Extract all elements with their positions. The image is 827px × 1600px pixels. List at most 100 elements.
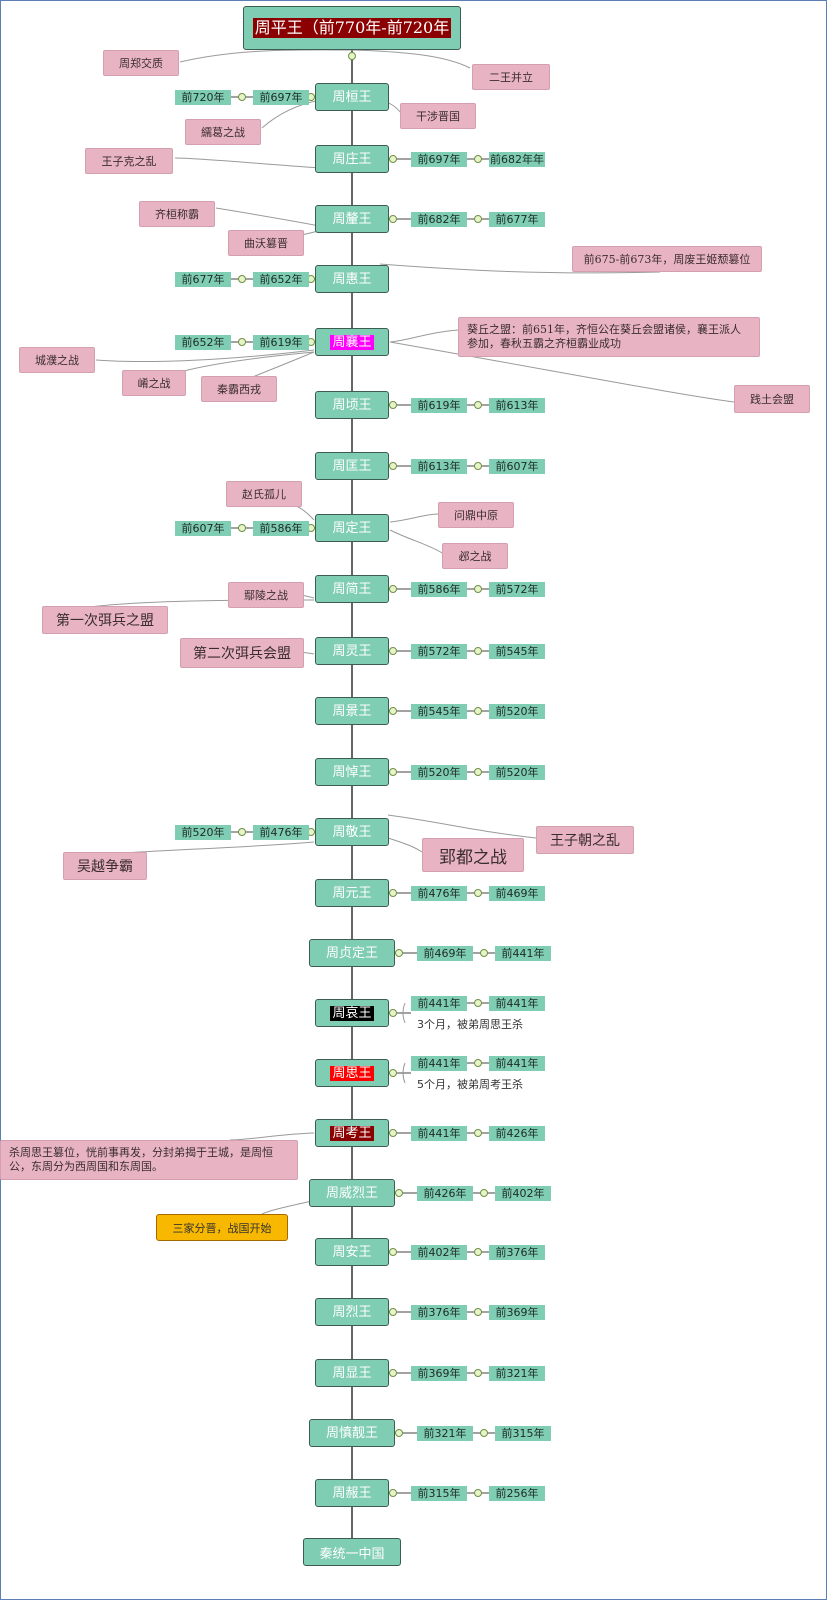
collapse-toggle-icon[interactable] bbox=[395, 949, 403, 957]
event-box[interactable]: 秦霸西戎 bbox=[201, 376, 277, 402]
collapse-toggle-icon[interactable] bbox=[474, 462, 482, 470]
king-node[interactable]: 周景王 bbox=[315, 697, 389, 725]
year-box[interactable]: 前677年 bbox=[175, 271, 231, 287]
year-box[interactable]: 前520年 bbox=[175, 824, 231, 840]
event-box[interactable]: 第一次弭兵之盟 bbox=[42, 606, 168, 634]
year-box[interactable]: 前619年 bbox=[253, 334, 309, 350]
king-node[interactable]: 周桓王 bbox=[315, 83, 389, 111]
event-box[interactable]: 践土会盟 bbox=[734, 385, 810, 413]
collapse-toggle-icon[interactable] bbox=[474, 707, 482, 715]
king-node[interactable]: 周襄王 bbox=[315, 328, 389, 356]
collapse-toggle-icon[interactable] bbox=[389, 707, 397, 715]
king-node[interactable]: 周顷王 bbox=[315, 391, 389, 419]
year-box[interactable]: 前677年 bbox=[489, 211, 545, 227]
collapse-toggle-icon[interactable] bbox=[395, 1429, 403, 1437]
king-node[interactable]: 周定王 bbox=[315, 514, 389, 542]
event-box[interactable]: 曲沃篡晋 bbox=[228, 230, 304, 256]
collapse-toggle-icon[interactable] bbox=[395, 1189, 403, 1197]
collapse-toggle-icon[interactable] bbox=[474, 889, 482, 897]
collapse-toggle-icon[interactable] bbox=[474, 1308, 482, 1316]
year-box[interactable]: 前697年 bbox=[253, 89, 309, 105]
event-box[interactable]: 干涉晋国 bbox=[400, 103, 476, 129]
year-box[interactable]: 前607年 bbox=[175, 520, 231, 536]
collapse-toggle-icon[interactable] bbox=[238, 93, 246, 101]
collapse-toggle-icon[interactable] bbox=[389, 1248, 397, 1256]
collapse-toggle-icon[interactable] bbox=[389, 401, 397, 409]
event-box[interactable]: 城濮之战 bbox=[19, 347, 95, 373]
king-node[interactable]: 周贞定王 bbox=[309, 939, 395, 967]
king-node[interactable]: 周显王 bbox=[315, 1359, 389, 1387]
year-box[interactable]: 前376年 bbox=[489, 1244, 545, 1260]
year-box[interactable]: 前697年 bbox=[411, 151, 467, 167]
year-box[interactable]: 前315年 bbox=[411, 1485, 467, 1501]
collapse-toggle-icon[interactable] bbox=[474, 768, 482, 776]
year-box[interactable]: 前476年 bbox=[411, 885, 467, 901]
collapse-toggle-icon[interactable] bbox=[238, 524, 246, 532]
king-node[interactable]: 周慎靓王 bbox=[309, 1419, 395, 1447]
collapse-toggle-icon[interactable] bbox=[474, 1129, 482, 1137]
year-box[interactable]: 前441年 bbox=[411, 1125, 467, 1141]
collapse-toggle-icon[interactable] bbox=[474, 585, 482, 593]
event-box[interactable]: 葵丘之盟：前651年，齐恒公在葵丘会盟诸侯，襄王派人 参加，春秋五霸之齐桓霸业成… bbox=[458, 317, 760, 357]
king-node[interactable]: 周威烈王 bbox=[309, 1179, 395, 1207]
year-box[interactable]: 前426年 bbox=[489, 1125, 545, 1141]
event-box[interactable]: 二王并立 bbox=[472, 64, 550, 90]
year-box[interactable]: 前256年 bbox=[489, 1485, 545, 1501]
collapse-toggle-icon[interactable] bbox=[389, 1069, 397, 1077]
collapse-toggle-icon[interactable] bbox=[238, 338, 246, 346]
year-box[interactable]: 前520年 bbox=[489, 764, 545, 780]
collapse-toggle-icon[interactable] bbox=[474, 215, 482, 223]
year-box[interactable]: 前369年 bbox=[411, 1365, 467, 1381]
collapse-toggle-icon[interactable] bbox=[348, 52, 356, 60]
year-box[interactable]: 前652年 bbox=[175, 334, 231, 350]
event-box[interactable]: 第二次弭兵会盟 bbox=[180, 638, 304, 668]
collapse-toggle-icon[interactable] bbox=[474, 401, 482, 409]
year-box[interactable]: 前369年 bbox=[489, 1304, 545, 1320]
collapse-toggle-icon[interactable] bbox=[474, 1369, 482, 1377]
year-box[interactable]: 前469年 bbox=[489, 885, 545, 901]
year-box[interactable]: 前720年 bbox=[175, 89, 231, 105]
king-node[interactable]: 周安王 bbox=[315, 1238, 389, 1266]
king-node[interactable]: 周赧王 bbox=[315, 1479, 389, 1507]
collapse-toggle-icon[interactable] bbox=[389, 462, 397, 470]
collapse-toggle-icon[interactable] bbox=[474, 155, 482, 163]
year-box[interactable]: 前652年 bbox=[253, 271, 309, 287]
year-box[interactable]: 前321年 bbox=[489, 1365, 545, 1381]
collapse-toggle-icon[interactable] bbox=[474, 647, 482, 655]
root-node[interactable]: 周平王（前770年-前720年 bbox=[243, 6, 461, 50]
collapse-toggle-icon[interactable] bbox=[389, 1009, 397, 1017]
collapse-toggle-icon[interactable] bbox=[389, 1369, 397, 1377]
event-box[interactable]: 杀周思王篡位，恍前事再发，分封弟揭于王城，是周恒 公，东周分为西周国和东周国。 bbox=[0, 1140, 298, 1180]
collapse-toggle-icon[interactable] bbox=[389, 647, 397, 655]
event-box[interactable]: 前675-前673年，周废王姬颓篡位 bbox=[572, 246, 762, 272]
year-box[interactable]: 前682年年 bbox=[489, 151, 545, 167]
event-box[interactable]: 问鼎中原 bbox=[438, 502, 514, 528]
king-node[interactable]: 周灵王 bbox=[315, 637, 389, 665]
collapse-toggle-icon[interactable] bbox=[474, 1248, 482, 1256]
year-box[interactable]: 前441年 bbox=[489, 1055, 545, 1071]
king-node[interactable]: 周釐王 bbox=[315, 205, 389, 233]
year-box[interactable]: 前682年 bbox=[411, 211, 467, 227]
year-box[interactable]: 前469年 bbox=[417, 945, 473, 961]
collapse-toggle-icon[interactable] bbox=[480, 1429, 488, 1437]
event-box-highlight[interactable]: 三家分晋，战国开始 bbox=[156, 1214, 288, 1241]
year-box[interactable]: 前426年 bbox=[417, 1185, 473, 1201]
king-node[interactable]: 周哀王 bbox=[315, 999, 389, 1027]
collapse-toggle-icon[interactable] bbox=[480, 1189, 488, 1197]
king-node[interactable]: 周烈王 bbox=[315, 1298, 389, 1326]
king-node[interactable]: 周简王 bbox=[315, 575, 389, 603]
year-box[interactable]: 前520年 bbox=[489, 703, 545, 719]
event-box[interactable]: 王子克之乱 bbox=[85, 148, 173, 174]
collapse-toggle-icon[interactable] bbox=[474, 999, 482, 1007]
event-box[interactable]: 吴越争霸 bbox=[63, 852, 147, 880]
collapse-toggle-icon[interactable] bbox=[474, 1059, 482, 1067]
collapse-toggle-icon[interactable] bbox=[389, 768, 397, 776]
year-box[interactable]: 前402年 bbox=[411, 1244, 467, 1260]
king-node[interactable]: 周悼王 bbox=[315, 758, 389, 786]
king-node[interactable]: 周考王 bbox=[315, 1119, 389, 1147]
collapse-toggle-icon[interactable] bbox=[474, 1489, 482, 1497]
year-box[interactable]: 前607年 bbox=[489, 458, 545, 474]
year-box[interactable]: 前321年 bbox=[417, 1425, 473, 1441]
end-node[interactable]: 秦统一中国 bbox=[303, 1538, 401, 1566]
collapse-toggle-icon[interactable] bbox=[389, 1308, 397, 1316]
